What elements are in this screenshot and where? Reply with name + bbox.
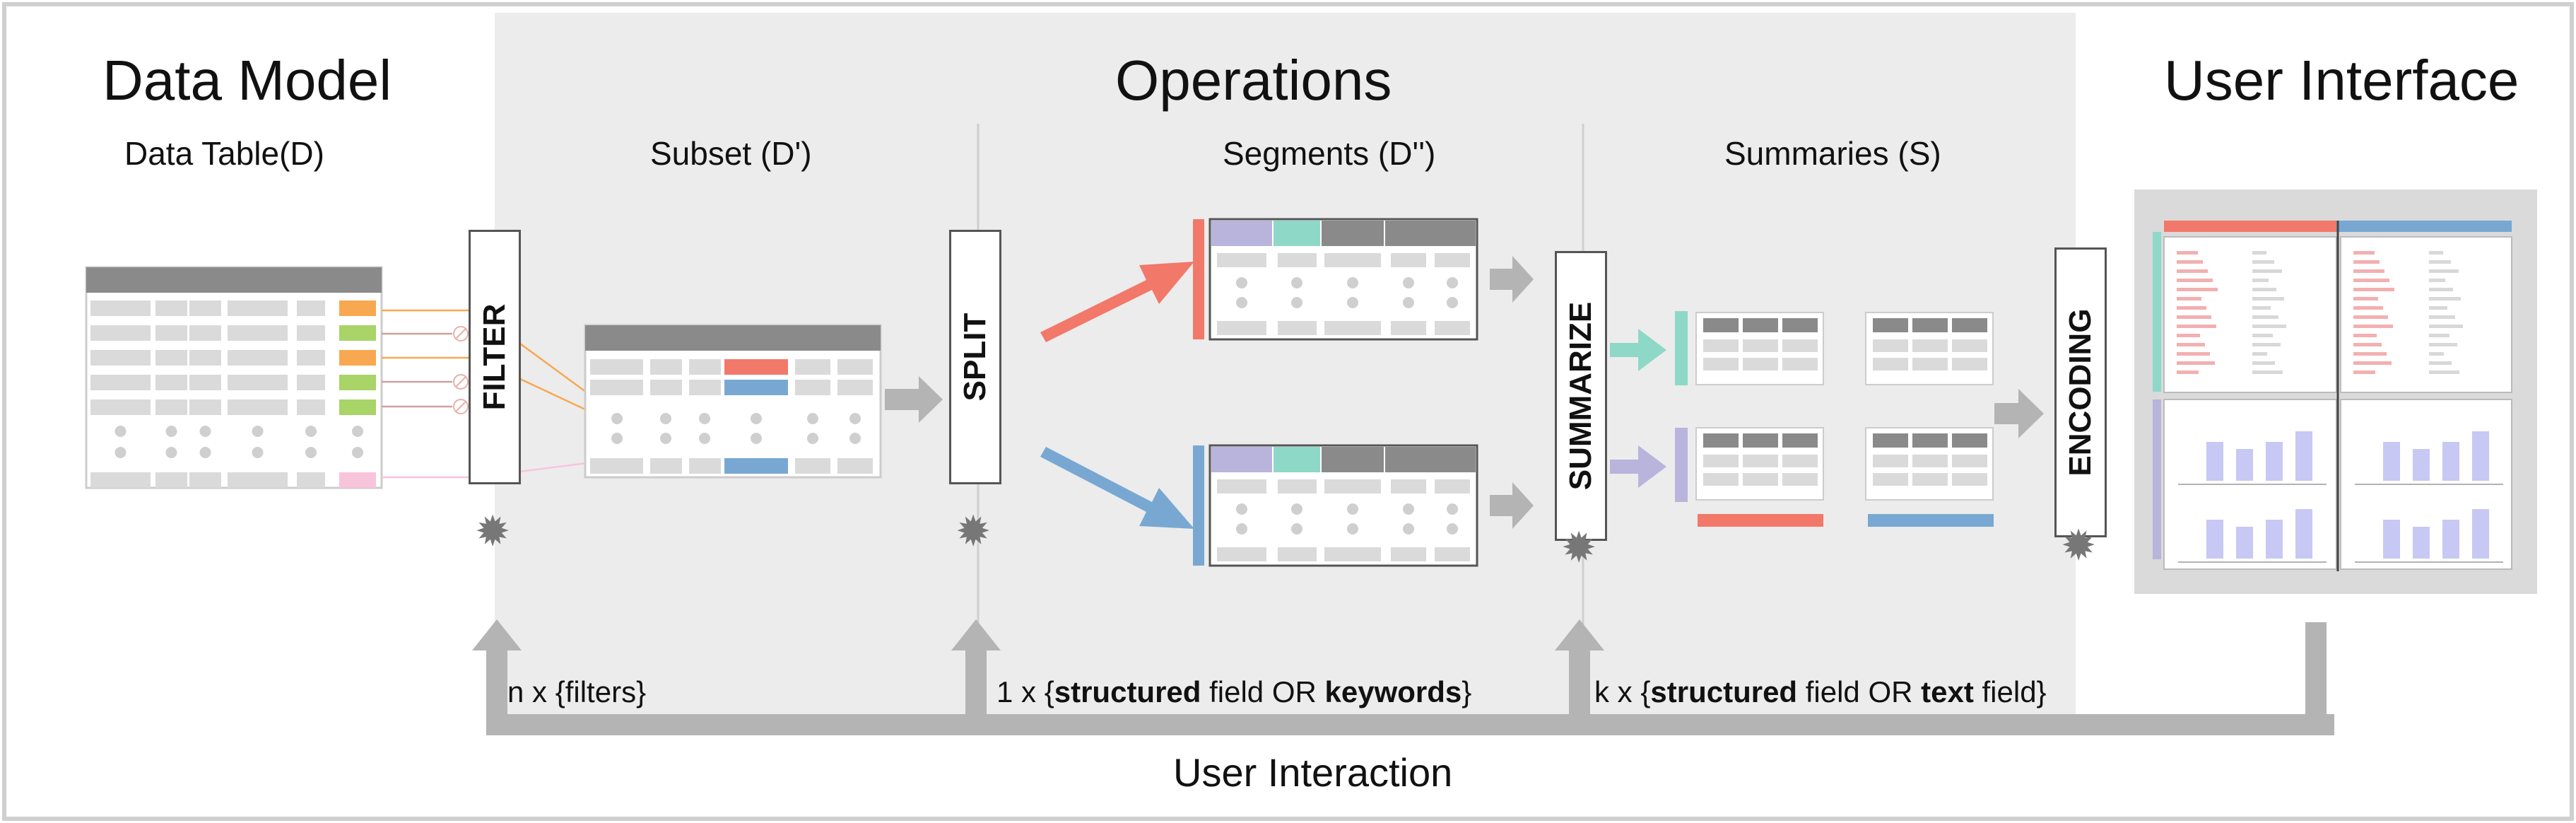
stage-title-segments: Segments (D'') (1223, 135, 1436, 172)
gear-icon[interactable]: ✹ (955, 508, 992, 555)
blocked-icon (453, 374, 469, 390)
filter-label: FILTER (477, 303, 512, 411)
section-title-user-interface: User Interface (2164, 49, 2519, 112)
user-interaction-label: User Interaction (1173, 750, 1453, 795)
filters-label: n x {filters} (507, 675, 647, 708)
summarize-operator: SUMMARIZE (1555, 251, 1607, 541)
stage-title-data-table: Data Table(D) (124, 135, 324, 172)
stage-title-subset: Subset (D') (650, 135, 812, 172)
section-title-operations: Operations (1115, 49, 1392, 112)
arrow-icon (1994, 389, 2044, 438)
gear-icon[interactable]: ✹ (1561, 524, 1597, 571)
split-operator: SPLIT (949, 230, 1001, 484)
summaries (1675, 311, 1994, 527)
encoding-label: ENCODING (2063, 308, 2098, 477)
ui-mock (2134, 189, 2537, 594)
split-parameter-label: 1 x {structured field OR keywords} (996, 675, 1472, 708)
arrow-icon (1610, 329, 1666, 371)
stage-title-summaries: Summaries (S) (1724, 135, 1941, 172)
gear-icon[interactable]: ✹ (2061, 522, 2097, 569)
section-title-data-model: Data Model (102, 49, 392, 112)
segment-red (1193, 218, 1478, 341)
arrow-icon (1040, 447, 1194, 529)
blocked-icon (453, 399, 469, 414)
filter-operator: FILTER (469, 230, 521, 484)
arrow-icon (1040, 262, 1194, 342)
data-table-d (85, 266, 383, 489)
split-label: SPLIT (958, 313, 992, 402)
segment-blue (1193, 444, 1478, 567)
blocked-icon (453, 326, 469, 342)
subset-table (584, 324, 882, 479)
summarize-parameter-label: k x {structured field OR text field} (1594, 675, 2047, 708)
encoding-operator: ENCODING (2054, 247, 2107, 537)
arrow-icon (1490, 256, 1534, 303)
arrow-icon (1610, 445, 1666, 488)
arrow-icon (1490, 482, 1534, 529)
summarize-label: SUMMARIZE (1563, 301, 1598, 491)
gear-icon[interactable]: ✹ (475, 508, 511, 555)
arrow-icon (885, 376, 943, 423)
feedback-loop (472, 619, 2334, 735)
